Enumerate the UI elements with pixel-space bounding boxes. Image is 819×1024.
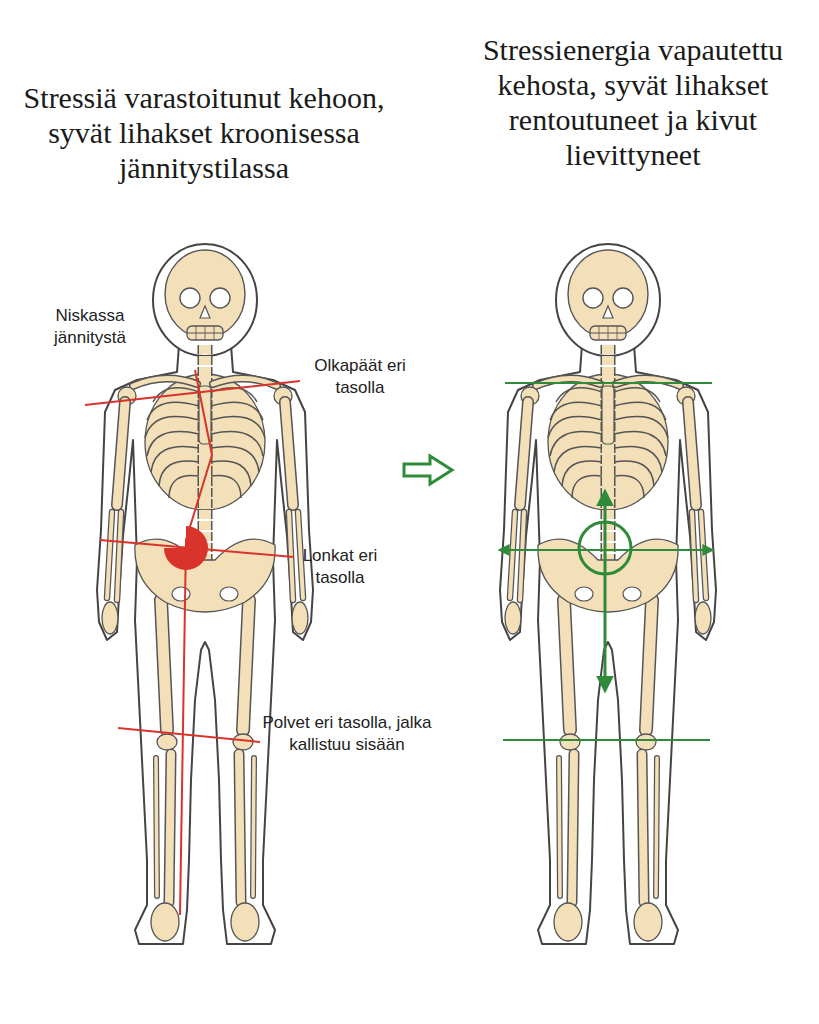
callout-label: Polvet eri tasolla, jalka kallistuu sisä… <box>262 712 432 756</box>
panel-heading: Stressiä varastoitunut kehoon, syvät lih… <box>6 80 402 185</box>
figure-panel: Stressienergia vapautettu kehosta, syvät… <box>455 0 811 1000</box>
stress-markings <box>85 370 300 915</box>
callout-label: Lonkat eri tasolla <box>280 545 400 589</box>
callout-label: Niskassa jännitystä <box>30 305 150 349</box>
balance-markings <box>500 383 712 740</box>
panel-heading: Stressienergia vapautettu kehosta, syvät… <box>468 32 798 172</box>
relaxed-skeleton <box>500 244 716 944</box>
stressed-skeleton <box>97 244 313 944</box>
callout-label: Olkapäät eri tasolla <box>295 355 425 399</box>
transition-arrow <box>404 456 452 484</box>
figure-panel: Stressiä varastoitunut kehoon, syvät lih… <box>4 0 404 1000</box>
